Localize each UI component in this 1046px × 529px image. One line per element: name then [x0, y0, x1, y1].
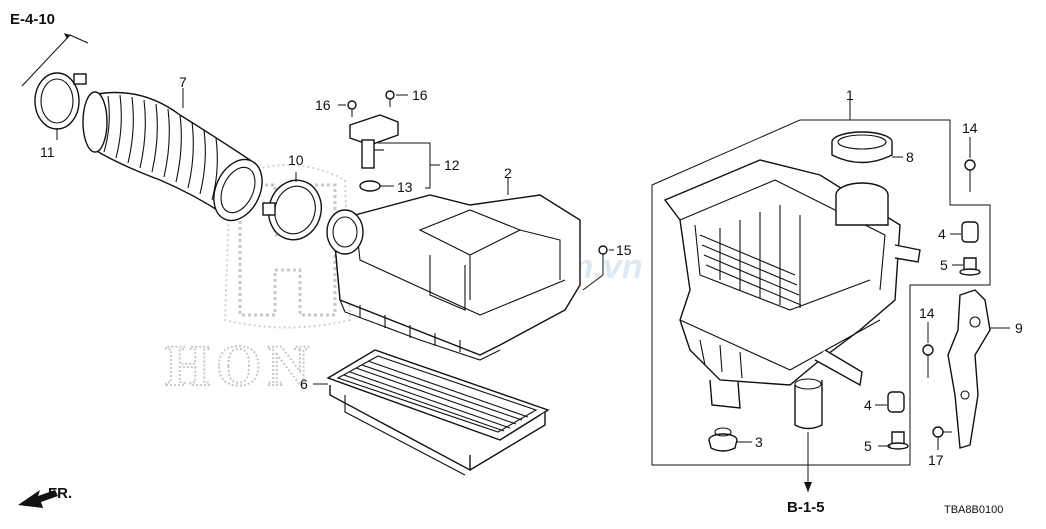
part-callouts: 1 2 3 4 4 5 5 6 7 8 9 10 11 12 13 14 14 … — [40, 74, 1023, 468]
front-arrow-icon — [18, 490, 58, 508]
callout-4-upper[interactable]: 4 — [938, 226, 946, 242]
part-9-bracket[interactable] — [947, 289, 1010, 449]
callout-5-upper[interactable]: 5 — [940, 257, 948, 273]
callout-2[interactable]: 2 — [504, 165, 512, 181]
part-16-screw-b[interactable] — [385, 90, 408, 107]
callout-5-lower[interactable]: 5 — [864, 438, 872, 454]
part-15-bolt[interactable] — [582, 245, 614, 291]
part-1-lower-case[interactable] — [663, 159, 921, 492]
callout-4-lower[interactable]: 4 — [864, 397, 872, 413]
part-5-collar-a[interactable] — [952, 257, 981, 276]
callout-12[interactable]: 12 — [444, 157, 460, 173]
part-14-bolt-b[interactable] — [922, 322, 934, 378]
part-4-mount-a[interactable] — [950, 221, 979, 243]
callout-16-right[interactable]: 16 — [412, 87, 428, 103]
callout-10[interactable]: 10 — [288, 152, 304, 168]
callout-16-left[interactable]: 16 — [315, 97, 331, 113]
part-16-screw-a[interactable] — [338, 100, 357, 117]
diagram-code: TBA8B0100 — [944, 504, 1003, 516]
section-ref-e-4-10[interactable]: E-4-10 — [10, 11, 55, 28]
section-ref-b-1-5[interactable]: B-1-5 — [787, 499, 825, 516]
part-17-bolt[interactable] — [932, 426, 952, 450]
callout-9[interactable]: 9 — [1015, 320, 1023, 336]
callout-14-upper[interactable]: 14 — [962, 120, 978, 136]
section-ref-top[interactable]: E-4-10 — [10, 11, 89, 87]
part-6-filter-element[interactable] — [313, 349, 550, 476]
callout-6[interactable]: 6 — [300, 376, 308, 392]
part-2-upper-cover[interactable] — [326, 178, 581, 361]
part-12-airflow-sensor[interactable] — [349, 114, 440, 189]
part-10-clamp[interactable] — [262, 172, 328, 246]
arrow-head-icon — [64, 33, 70, 39]
callout-7[interactable]: 7 — [179, 74, 187, 90]
direction-label: FR. — [48, 485, 72, 502]
part-3-grommet[interactable] — [708, 427, 752, 452]
callout-17[interactable]: 17 — [928, 452, 944, 468]
part-13-o-ring[interactable] — [359, 180, 394, 192]
front-direction-indicator: FR. — [18, 485, 72, 508]
part-11-clamp[interactable] — [34, 72, 87, 140]
callout-15[interactable]: 15 — [616, 242, 632, 258]
watermark-brand-text: HON — [165, 333, 315, 398]
part-5-collar-b[interactable] — [878, 431, 909, 450]
part-4-mount-b[interactable] — [875, 391, 905, 413]
callout-3[interactable]: 3 — [755, 434, 763, 450]
callout-8[interactable]: 8 — [906, 149, 914, 165]
callout-11[interactable]: 11 — [40, 144, 55, 160]
part-14-bolt-a[interactable] — [964, 137, 976, 192]
part-7-intake-tube[interactable] — [82, 88, 271, 228]
callout-1[interactable]: 1 — [846, 87, 854, 103]
part-8-seal[interactable] — [831, 131, 903, 164]
callout-14-lower[interactable]: 14 — [919, 305, 935, 321]
part-1-assembly-frame — [651, 100, 991, 466]
callout-13[interactable]: 13 — [397, 179, 413, 195]
